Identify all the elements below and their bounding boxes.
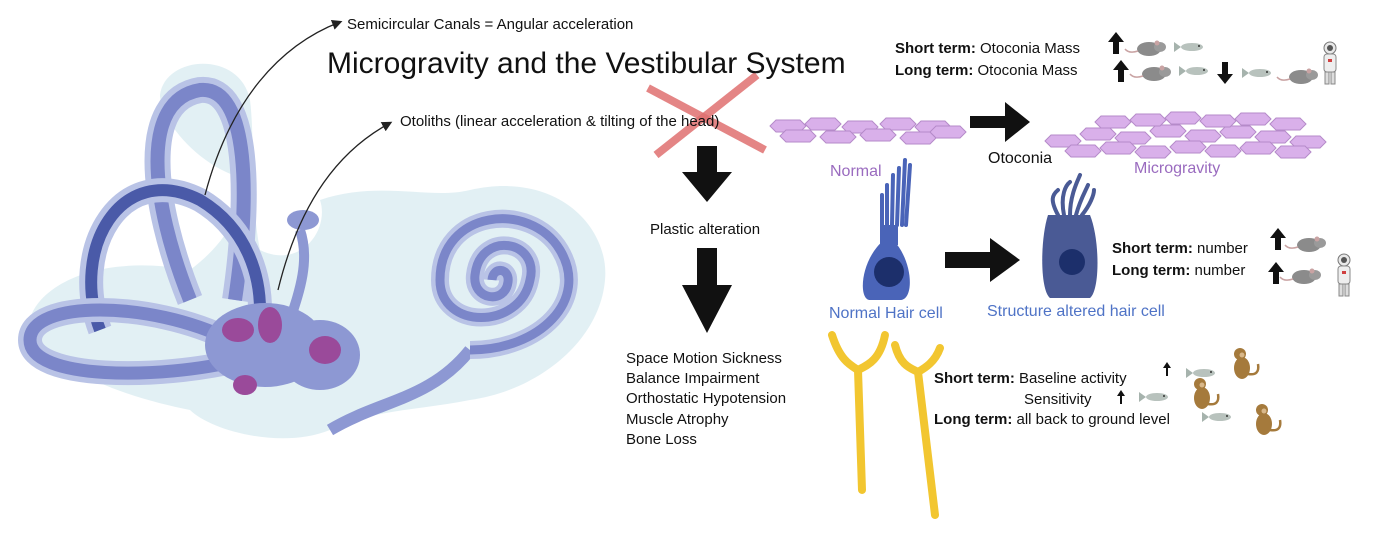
monkey-icon [1234, 348, 1258, 379]
list-item: Muscle Atrophy [626, 410, 786, 430]
afferent-long-term: Long term: all back to ground level [934, 411, 1170, 429]
rat-icon [1285, 237, 1326, 253]
normal-label: Normal [830, 163, 882, 181]
otoconia-short-term: Short term: Otoconia Mass [895, 40, 1080, 58]
long-term-label: Long term: [895, 62, 973, 79]
up-arrow-icon [1113, 60, 1129, 82]
plastic-alteration-label: Plastic alteration [650, 221, 760, 239]
up-arrow-icon [1117, 390, 1125, 404]
otoconia-mass-text: Otoconia Mass [980, 40, 1080, 57]
short-term-label: Short term: [934, 370, 1015, 387]
fish-icon [1186, 368, 1215, 378]
number-text: number [1197, 240, 1248, 257]
effects-list: Space Motion Sickness Balance Impairment… [626, 349, 786, 450]
short-term-label: Short term: [1112, 240, 1193, 257]
altered-hair-cell-label: Structure altered hair cell [987, 303, 1165, 321]
normal-otoconia-icon [770, 118, 966, 144]
up-arrow-icon [1268, 262, 1284, 284]
number-short-term: Short term: number [1112, 240, 1248, 258]
long-term-label: Long term: [934, 411, 1012, 428]
rat-icon [1125, 41, 1166, 57]
list-item: Space Motion Sickness [626, 349, 786, 369]
afferent-short-term: Short term: Baseline activity [934, 370, 1127, 388]
up-arrow-icon [1163, 362, 1171, 376]
hair-cell-number-icons [1268, 228, 1350, 296]
up-arrow-icon [1108, 32, 1124, 54]
otoconia-mass-text: Otoconia Mass [978, 62, 1078, 79]
microgravity-label: Microgravity [1134, 160, 1220, 178]
right-arrow-icon [945, 238, 1020, 282]
page-title: Microgravity and the Vestibular System [327, 47, 846, 81]
nerve-fiber-icon [832, 335, 940, 515]
astronaut-icon [1338, 254, 1350, 296]
short-term-label: Short term: [895, 40, 976, 57]
ground-level-text: all back to ground level [1017, 411, 1170, 428]
fish-icon [1139, 392, 1168, 402]
microgravity-otoconia-icon [1045, 112, 1326, 158]
otoconia-mass-icons [1108, 32, 1336, 84]
right-arrow-icon [970, 102, 1030, 142]
monkey-icon [1256, 404, 1280, 435]
up-arrow-icon [1270, 228, 1286, 250]
rat-icon [1280, 269, 1321, 285]
normal-hair-cell-label: Normal Hair cell [829, 305, 943, 323]
semicircular-canals-label: Semicircular Canals = Angular accelerati… [347, 16, 633, 34]
number-long-term: Long term: number [1112, 262, 1245, 280]
list-item: Orthostatic Hypotension [626, 389, 786, 409]
fish-icon [1202, 412, 1231, 422]
altered-hair-cell-icon [1042, 175, 1097, 298]
sensitivity-text: Sensitivity [1024, 391, 1092, 409]
fish-icon [1242, 68, 1271, 78]
otoconia-long-term: Long term: Otoconia Mass [895, 62, 1078, 80]
list-item: Balance Impairment [626, 369, 786, 389]
number-text: number [1195, 262, 1246, 279]
rat-icon [1130, 66, 1171, 82]
fish-icon [1174, 42, 1203, 52]
long-term-label: Long term: [1112, 262, 1190, 279]
fish-icon [1179, 66, 1208, 76]
down-arrow-icon [1217, 62, 1233, 84]
down-arrow-icon [682, 146, 732, 202]
astronaut-icon [1324, 42, 1336, 84]
rat-icon [1277, 69, 1318, 85]
otoconia-label: Otoconia [988, 150, 1052, 168]
otoliths-label: Otoliths (linear acceleration & tilting … [400, 113, 719, 131]
normal-hair-cell-icon [863, 160, 910, 300]
list-item: Bone Loss [626, 430, 786, 450]
down-arrow-icon [682, 248, 732, 333]
baseline-activity-text: Baseline activity [1019, 370, 1127, 387]
monkey-icon [1194, 378, 1218, 409]
